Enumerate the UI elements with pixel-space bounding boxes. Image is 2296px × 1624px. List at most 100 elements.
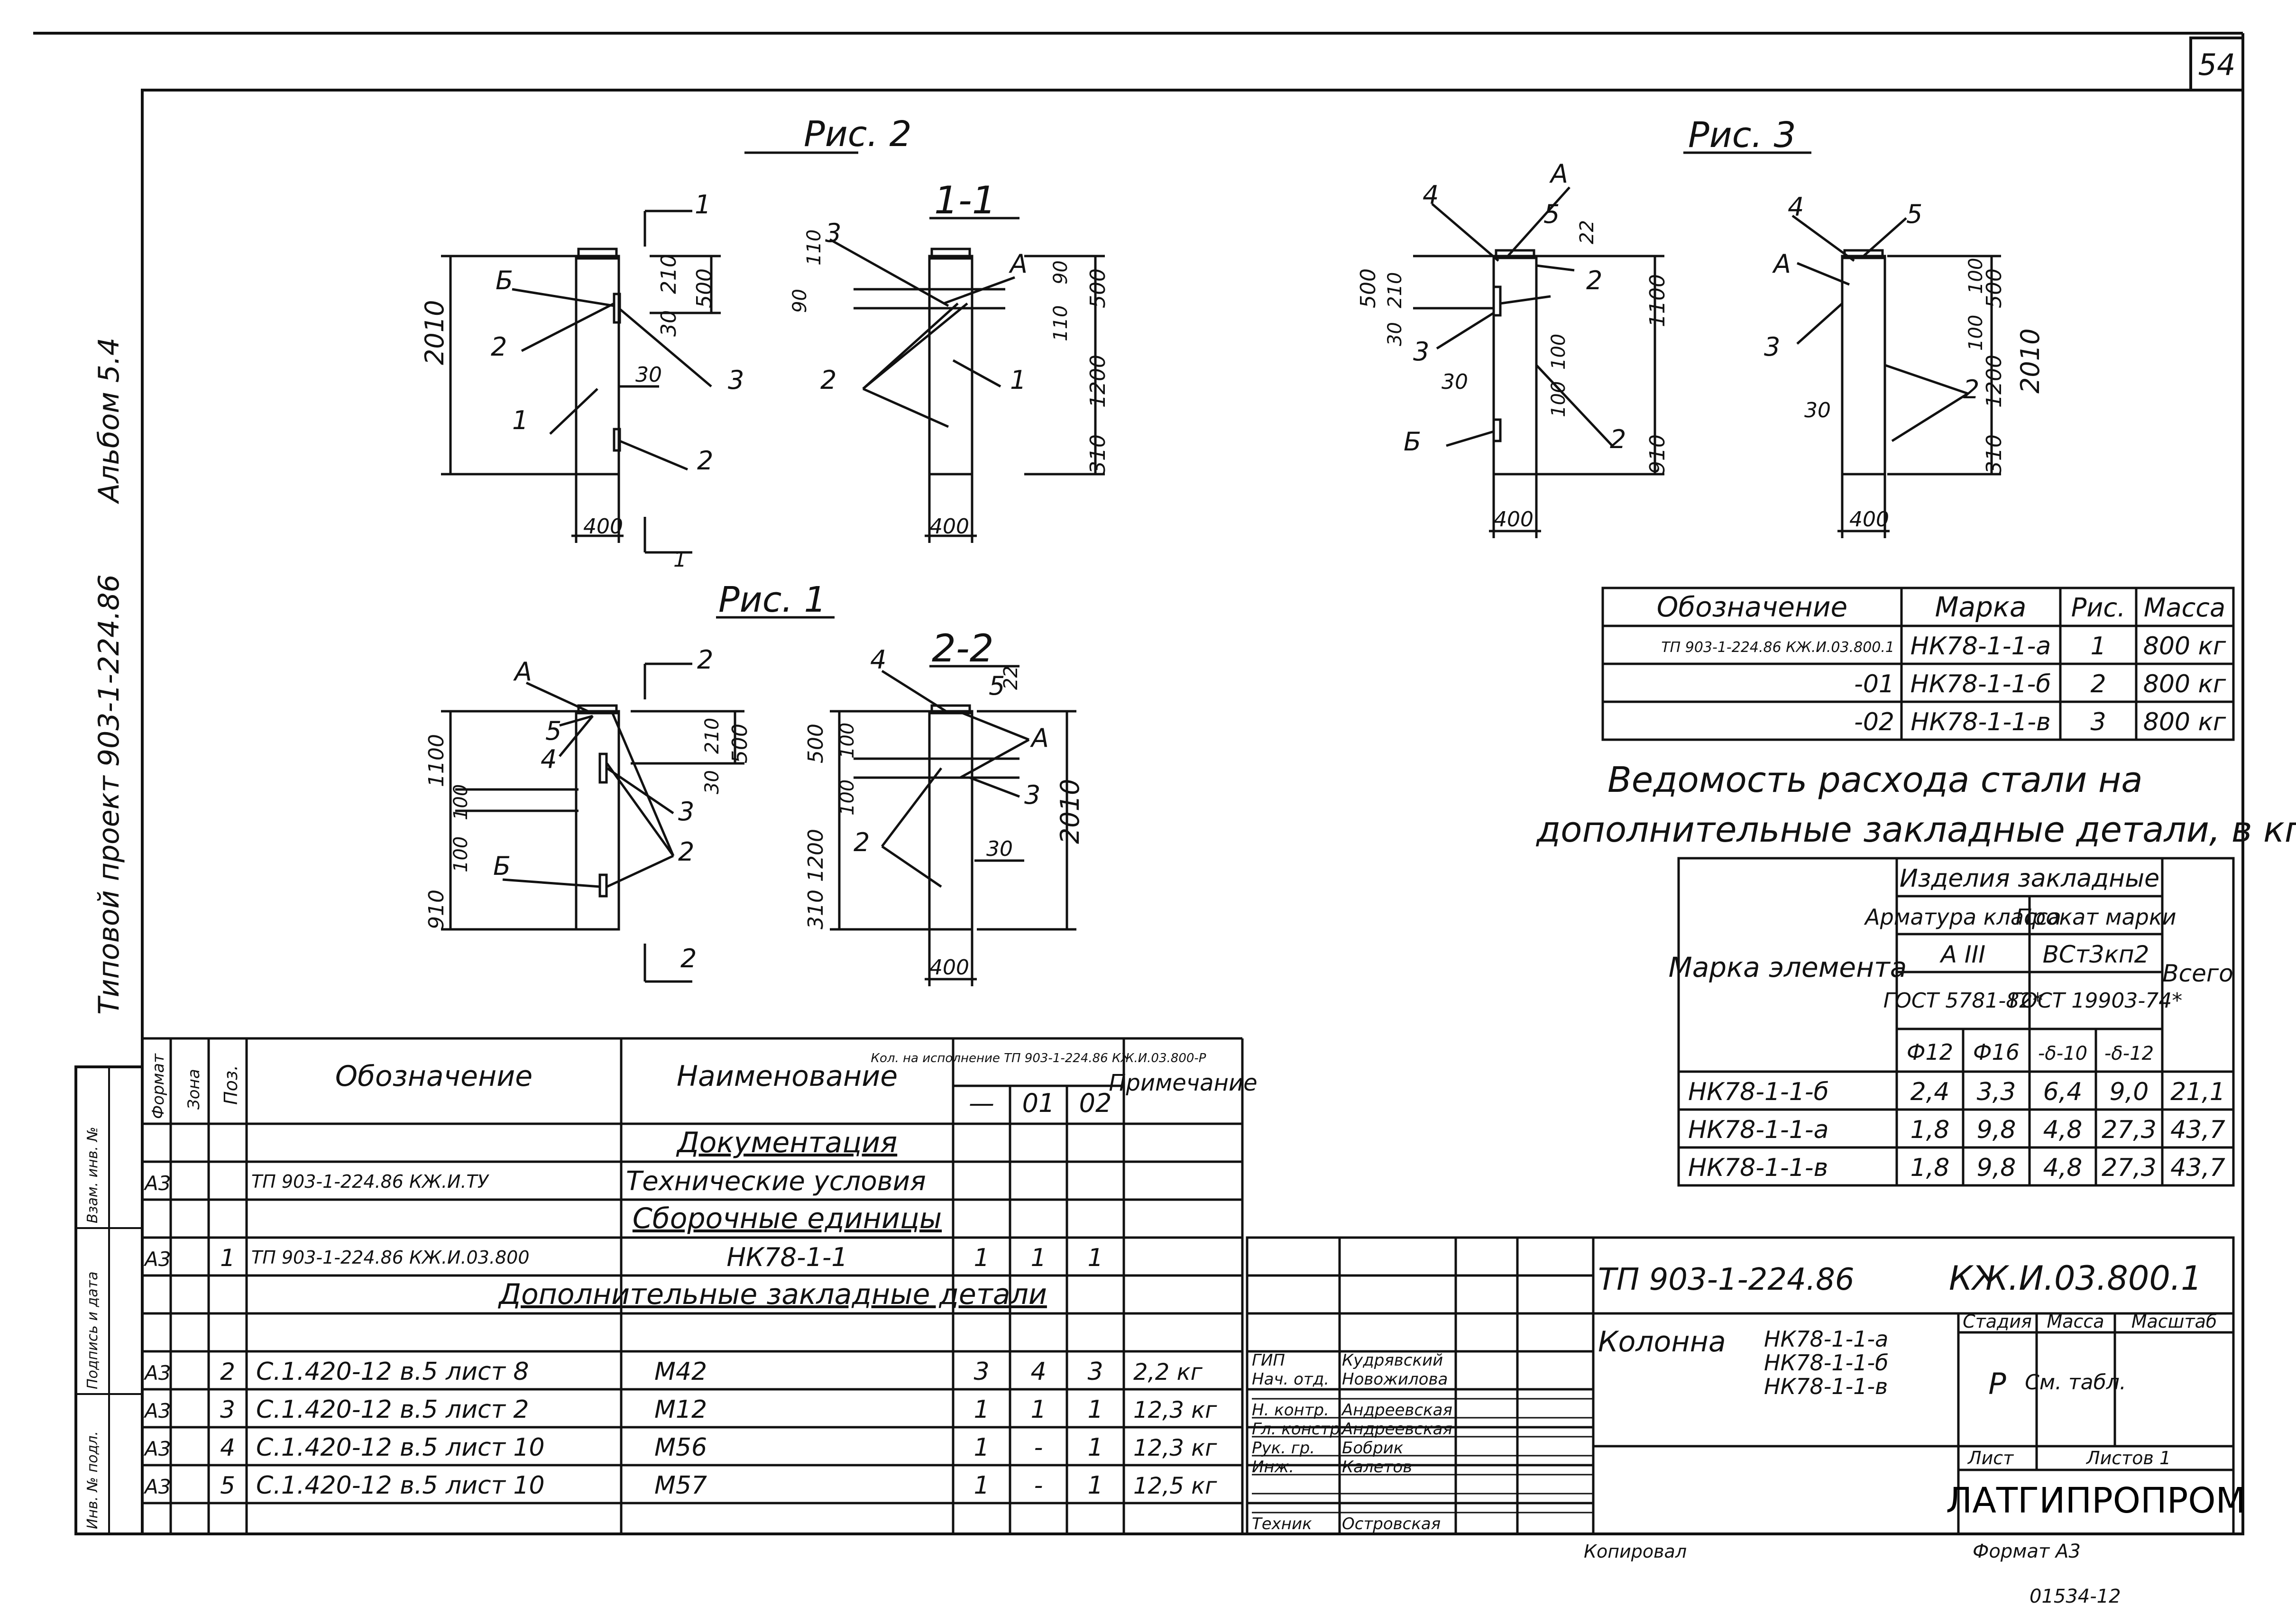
svg-text:Арматура класса: Арматура класса — [1864, 904, 2061, 930]
svg-text:1: 1 — [974, 1395, 989, 1424]
svg-text:27,3: 27,3 — [2102, 1116, 2157, 1144]
marks-r0-designation: ТП 903-1-224.86 КЖ.И.03.800.1 — [1661, 639, 1894, 656]
svg-text:1200: 1200 — [1086, 355, 1110, 408]
steel-r2-mark: НК78-1-1-в — [1688, 1154, 1828, 1182]
svg-text:2,2 кг: 2,2 кг — [1133, 1359, 1203, 1385]
svg-text:4: 4 — [1788, 192, 1804, 222]
svg-text:4: 4 — [220, 1434, 235, 1461]
svg-text:100: 100 — [1965, 258, 1987, 294]
svg-text:С.1.420-12 в.5 лист 8: С.1.420-12 в.5 лист 8 — [256, 1358, 529, 1386]
svg-text:М42: М42 — [654, 1358, 707, 1386]
svg-text:2: 2 — [697, 446, 713, 476]
svg-text:310: 310 — [804, 890, 828, 929]
svg-text:3: 3 — [1413, 337, 1429, 367]
svg-text:Прокат марки: Прокат марки — [2015, 904, 2176, 930]
svg-text:500: 500 — [1982, 268, 2006, 308]
marks-r1-mass: 800 кг — [2143, 670, 2226, 698]
svg-text:НК78-1-1: НК78-1-1 — [726, 1242, 847, 1272]
svg-text:100: 100 — [450, 784, 472, 820]
svg-text:НК78-1-1-а: НК78-1-1-а — [1764, 1326, 1888, 1352]
svg-text:1: 1 — [974, 1471, 989, 1500]
svg-text:С.1.420-12 в.5 лист 10: С.1.420-12 в.5 лист 10 — [256, 1433, 545, 1462]
svg-text:Калетов: Калетов — [1342, 1458, 1412, 1477]
svg-text:310: 310 — [1982, 434, 2006, 474]
marks-table: Обозначение Марка Рис. Масса ТП 903-1-22… — [1657, 591, 2226, 736]
svg-text:Р: Р — [1988, 1367, 2006, 1401]
svg-text:М12: М12 — [654, 1395, 707, 1424]
svg-text:43,7: 43,7 — [2170, 1154, 2225, 1182]
svg-text:2: 2 — [491, 332, 507, 362]
spec-section-assy: Сборочные единицы — [633, 1202, 942, 1235]
svg-text:ГИП: ГИП — [1252, 1351, 1285, 1370]
svg-text:А III: А III — [1939, 941, 1985, 968]
title-block-grid — [1246, 1236, 2235, 1535]
svg-text:2: 2 — [854, 827, 870, 857]
svg-text:1200: 1200 — [804, 829, 828, 882]
svg-text:Масса: Масса — [2047, 1311, 2104, 1332]
marks-table-grid — [1601, 587, 2235, 741]
svg-text:110: 110 — [1050, 305, 1072, 341]
svg-text:110: 110 — [803, 229, 825, 266]
svg-text:Всего: Всего — [2162, 960, 2233, 987]
svg-text:1: 1 — [1030, 1244, 1046, 1272]
side-labels: Альбом 5.4 Типовой проект 903-1-224.86 И… — [76, 338, 142, 1534]
svg-text:100: 100 — [1965, 315, 1987, 351]
svg-text:4: 4 — [1423, 180, 1439, 210]
album-label: Альбом 5.4 — [92, 338, 126, 505]
svg-text:4,8: 4,8 — [2043, 1116, 2083, 1144]
svg-text:1: 1 — [974, 1244, 989, 1272]
svg-text:Формат А3: Формат А3 — [1973, 1541, 2081, 1562]
svg-text:Примечание: Примечание — [1109, 1070, 1257, 1096]
steel-table: Изделия закладные Арматура класса Прокат… — [1669, 864, 2233, 1182]
marks-r1-mark: НК78-1-1-б — [1910, 670, 2051, 698]
svg-text:5: 5 — [989, 671, 1005, 701]
svg-text:3: 3 — [1087, 1358, 1103, 1386]
svg-text:Лист: Лист — [1967, 1448, 2014, 1468]
svg-text:30: 30 — [986, 837, 1013, 861]
svg-text:2,4: 2,4 — [1910, 1078, 1950, 1106]
svg-text:-: - — [1034, 1433, 1043, 1462]
svg-text:Б: Б — [493, 851, 511, 881]
svg-text:500: 500 — [692, 268, 716, 308]
svg-text:1100: 1100 — [1645, 274, 1670, 327]
svg-text:Масштаб: Масштаб — [2131, 1311, 2217, 1332]
svg-text:ГОСТ 19903-74*: ГОСТ 19903-74* — [2010, 989, 2183, 1013]
svg-text:А3: А3 — [143, 1361, 171, 1385]
svg-text:210: 210 — [657, 254, 681, 294]
steel-r1-mark: НК78-1-1-а — [1688, 1116, 1829, 1144]
svg-text:1: 1 — [1087, 1244, 1103, 1272]
svg-text:310: 310 — [1086, 434, 1110, 474]
fig2-title: Рис. 2 — [804, 114, 912, 155]
svg-text:Кудрявский: Кудрявский — [1342, 1351, 1443, 1370]
svg-text:Рук. гр.: Рук. гр. — [1252, 1439, 1315, 1458]
svg-text:2-2: 2-2 — [932, 626, 994, 670]
svg-text:3: 3 — [220, 1396, 235, 1423]
svg-text:1-1: 1-1 — [934, 178, 996, 222]
svg-text:А: А — [1030, 723, 1049, 753]
svg-text:400: 400 — [929, 955, 969, 980]
svg-text:1,8: 1,8 — [1910, 1154, 1950, 1182]
svg-text:27,3: 27,3 — [2102, 1154, 2157, 1182]
svg-text:А3: А3 — [143, 1399, 171, 1422]
svg-text:30: 30 — [1384, 322, 1406, 346]
svg-text:Изделия закладные: Изделия закладные — [1900, 864, 2159, 893]
svg-text:1: 1 — [220, 1244, 235, 1272]
section-2-2-labels: 4 5 22 А 3 2 30 400 2010 500 1200 310 10… — [804, 645, 1085, 980]
svg-text:Ф16: Ф16 — [1973, 1039, 2020, 1065]
svg-text:Гл. констр.: Гл. констр. — [1252, 1420, 1345, 1439]
svg-text:1200: 1200 — [1982, 355, 2006, 408]
svg-text:1100: 1100 — [424, 734, 449, 787]
svg-text:Поз.: Поз. — [220, 1065, 241, 1105]
svg-text:30: 30 — [657, 310, 681, 337]
svg-text:Формат: Формат — [149, 1053, 168, 1119]
spec-table: Формат Зона Поз. Обозначение Наименовани… — [143, 1051, 1258, 1500]
vzam-inv-label: Взам. инв. № — [84, 1127, 101, 1223]
svg-text:Островская: Островская — [1342, 1514, 1441, 1533]
svg-text:4: 4 — [870, 645, 886, 675]
svg-text:С.1.420-12 в.5 лист 10: С.1.420-12 в.5 лист 10 — [256, 1471, 545, 1500]
svg-text:22: 22 — [1000, 666, 1022, 690]
svg-text:100: 100 — [1548, 334, 1570, 370]
svg-text:-δ-10: -δ-10 — [2038, 1043, 2087, 1064]
svg-text:910: 910 — [1645, 434, 1670, 474]
svg-text:Рис. 3: Рис. 3 — [1688, 115, 1796, 156]
